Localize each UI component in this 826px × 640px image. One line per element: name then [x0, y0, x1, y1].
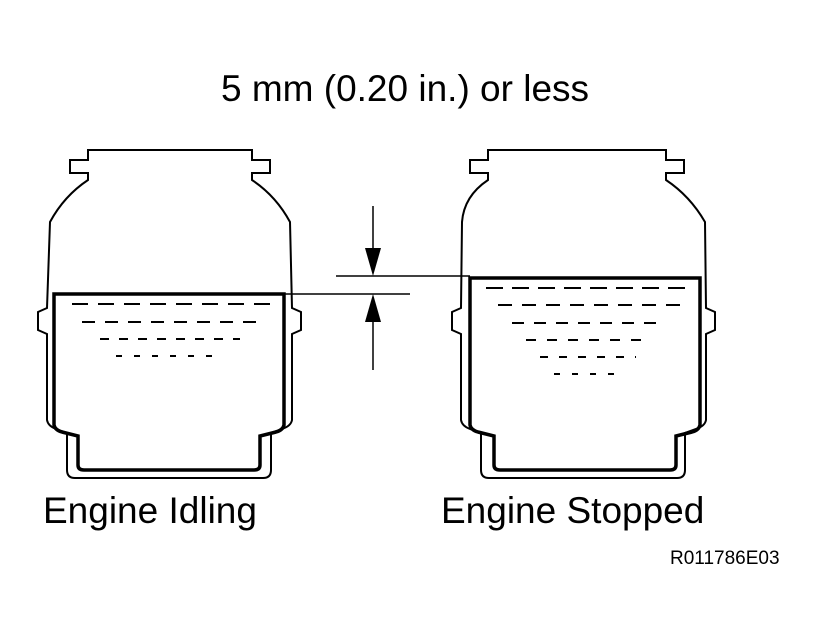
reservoir-idling — [37, 149, 302, 479]
fluid-level-dashes — [486, 287, 692, 375]
level-difference-indicator — [284, 206, 470, 370]
level-spec-title: 5 mm (0.20 in.) or less — [220, 68, 590, 109]
reservoir-inner-container — [52, 292, 286, 472]
arrow-down-icon — [365, 248, 381, 276]
reservoir-outer-outline — [37, 149, 302, 479]
arrow-up-icon — [365, 294, 381, 322]
reservoir-outer-outline — [451, 149, 716, 479]
engine-stopped-label: Engine Stopped — [441, 490, 705, 531]
reservoir-stopped — [451, 149, 716, 479]
fluid-level-dashes — [72, 303, 272, 357]
engine-idling-label: Engine Idling — [43, 490, 257, 531]
reservoir-inner-container — [468, 276, 702, 472]
figure-code: R011786E03 — [670, 548, 780, 569]
